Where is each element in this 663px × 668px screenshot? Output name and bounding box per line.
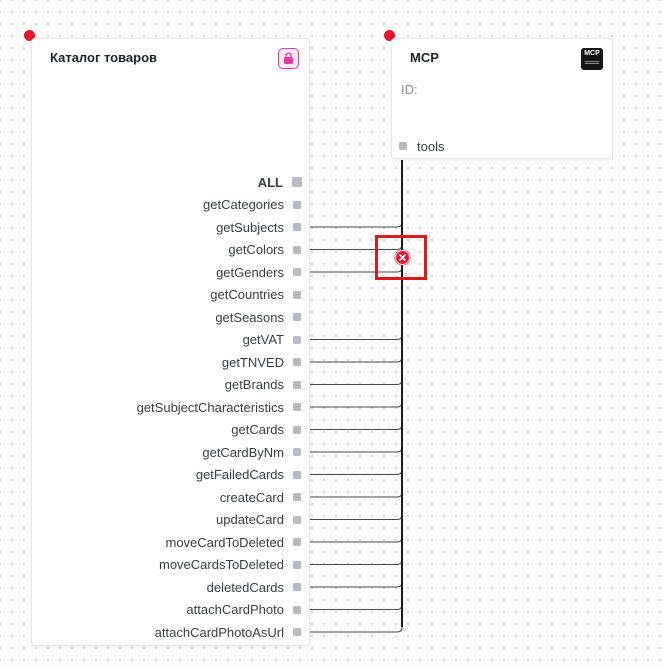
port-label: getFailedCards xyxy=(195,467,284,482)
catalog-node-title: Каталог товаров xyxy=(50,50,158,65)
port-handle-getGenders[interactable] xyxy=(293,268,301,276)
port-label: getSeasons xyxy=(215,309,284,325)
port-label: getCategories xyxy=(203,197,284,212)
port-label: updateCard xyxy=(216,512,284,527)
port-label: getCards xyxy=(231,422,284,437)
edge-getVAT xyxy=(310,334,403,340)
mcp-logo-text: MCP xyxy=(584,50,600,57)
port-handle-getSubjectCharacteristics[interactable] xyxy=(293,403,301,411)
port-label: moveCardsToDeleted xyxy=(158,557,284,572)
port-row-getFailedCards[interactable]: getFailedCards xyxy=(196,465,301,485)
mcp-id-label: ID: xyxy=(401,82,418,97)
port-handle-updateCard[interactable] xyxy=(293,515,301,524)
mcp-node-title: MCP xyxy=(410,50,439,65)
edge-getCards xyxy=(310,424,403,430)
port-row-getCountries[interactable]: getCountries xyxy=(210,285,301,305)
port-label: createCard xyxy=(219,489,284,505)
mcp-tools-port[interactable] xyxy=(399,142,407,150)
shopping-bag-icon xyxy=(278,48,299,69)
port-handle-getVAT[interactable] xyxy=(293,335,301,344)
edge-attachCardPhoto xyxy=(310,604,403,610)
port-handle-getCategories[interactable] xyxy=(293,200,301,209)
mcp-node[interactable]: MCP MCP ID: tools xyxy=(391,38,613,159)
edge-moveCardToDeleted xyxy=(310,536,403,543)
port-label: getSubjects xyxy=(216,219,284,235)
port-label: getSubjectCharacteristics xyxy=(136,399,284,415)
port-handle-ALL[interactable] xyxy=(292,177,302,187)
port-handle-moveCardToDeleted[interactable] xyxy=(293,538,301,546)
port-handle-getCardByNm[interactable] xyxy=(293,448,301,456)
edge-getTNVED xyxy=(310,356,403,363)
port-row-getCards[interactable]: getCards xyxy=(231,420,301,440)
port-row-attachCardPhotoAsUrl[interactable]: attachCardPhotoAsUrl xyxy=(155,622,301,642)
mcp-tools-port-row[interactable]: tools xyxy=(399,136,444,156)
port-label: getCardByNm xyxy=(202,444,284,460)
error-x-icon[interactable] xyxy=(395,250,410,265)
port-label: getColors xyxy=(228,242,284,257)
error-highlight-box xyxy=(375,235,427,280)
port-row-getCardByNm[interactable]: getCardByNm xyxy=(202,442,301,462)
port-row-getSeasons[interactable]: getSeasons xyxy=(215,307,301,327)
edge-getFailedCards xyxy=(310,469,403,475)
mcp-logo: MCP xyxy=(581,48,603,70)
port-label: ALL xyxy=(257,174,283,190)
port-handle-getCountries[interactable] xyxy=(293,290,301,299)
port-handle-getSeasons[interactable] xyxy=(293,313,301,321)
port-row-getColors[interactable]: getColors xyxy=(228,240,301,260)
port-label: getBrands xyxy=(224,377,284,392)
edge-getSubjectCharacteristics xyxy=(310,401,403,408)
port-handle-getColors[interactable] xyxy=(293,245,301,254)
port-row-getTNVED[interactable]: getTNVED xyxy=(222,352,301,372)
port-handle-attachCardPhotoAsUrl[interactable] xyxy=(293,628,301,636)
port-handle-attachCardPhoto[interactable] xyxy=(293,605,301,614)
port-handle-moveCardsToDeleted[interactable] xyxy=(293,560,301,569)
port-label: attachCardPhotoAsUrl xyxy=(154,624,284,640)
port-row-attachCardPhoto[interactable]: attachCardPhoto xyxy=(186,600,301,620)
port-handle-getFailedCards[interactable] xyxy=(293,470,301,479)
port-label: attachCardPhoto xyxy=(186,602,284,617)
port-row-getSubjects[interactable]: getSubjects xyxy=(216,217,301,237)
port-label: getGenders xyxy=(216,264,284,280)
port-row-getVAT[interactable]: getVAT xyxy=(243,330,301,350)
mcp-status-dot xyxy=(384,30,395,41)
edge-moveCardsToDeleted xyxy=(310,559,403,565)
catalog-status-dot xyxy=(24,30,35,41)
port-handle-getBrands[interactable] xyxy=(293,380,301,389)
port-row-getBrands[interactable]: getBrands xyxy=(225,375,301,395)
mcp-tools-label: tools xyxy=(417,138,445,154)
port-row-moveCardsToDeleted[interactable]: moveCardsToDeleted xyxy=(159,555,301,575)
port-handle-getTNVED[interactable] xyxy=(293,358,301,366)
port-label: moveCardToDeleted xyxy=(165,534,284,550)
port-row-deletedCards[interactable]: deletedCards xyxy=(207,577,301,597)
port-label: getVAT xyxy=(242,332,284,347)
port-label: getTNVED xyxy=(221,354,284,370)
port-handle-deletedCards[interactable] xyxy=(293,583,301,591)
port-row-createCard[interactable]: createCard xyxy=(220,487,301,507)
port-row-moveCardToDeleted[interactable]: moveCardToDeleted xyxy=(165,532,301,552)
port-row-getCategories[interactable]: getCategories xyxy=(203,195,301,215)
port-row-getSubjectCharacteristics[interactable]: getSubjectCharacteristics xyxy=(137,397,301,417)
edge-createCard xyxy=(310,491,403,498)
port-row-ALL[interactable]: ALL xyxy=(257,172,302,192)
port-handle-createCard[interactable] xyxy=(293,493,301,501)
port-label: getCountries xyxy=(210,287,284,302)
port-handle-getSubjects[interactable] xyxy=(293,223,301,231)
edge-getSubjects xyxy=(310,221,403,228)
edge-getBrands xyxy=(310,379,403,385)
edge-deletedCards xyxy=(310,581,403,588)
port-row-getGenders[interactable]: getGenders xyxy=(216,262,301,282)
edge-attachCardPhotoAsUrl xyxy=(310,626,403,633)
catalog-node[interactable]: Каталог товаров ALL getCategories getSubje… xyxy=(31,38,310,646)
edge-getCardByNm xyxy=(310,446,403,453)
edge-updateCard xyxy=(310,514,403,520)
port-handle-getCards[interactable] xyxy=(293,425,301,434)
port-row-updateCard[interactable]: updateCard xyxy=(216,510,301,530)
port-label: deletedCards xyxy=(206,579,284,595)
